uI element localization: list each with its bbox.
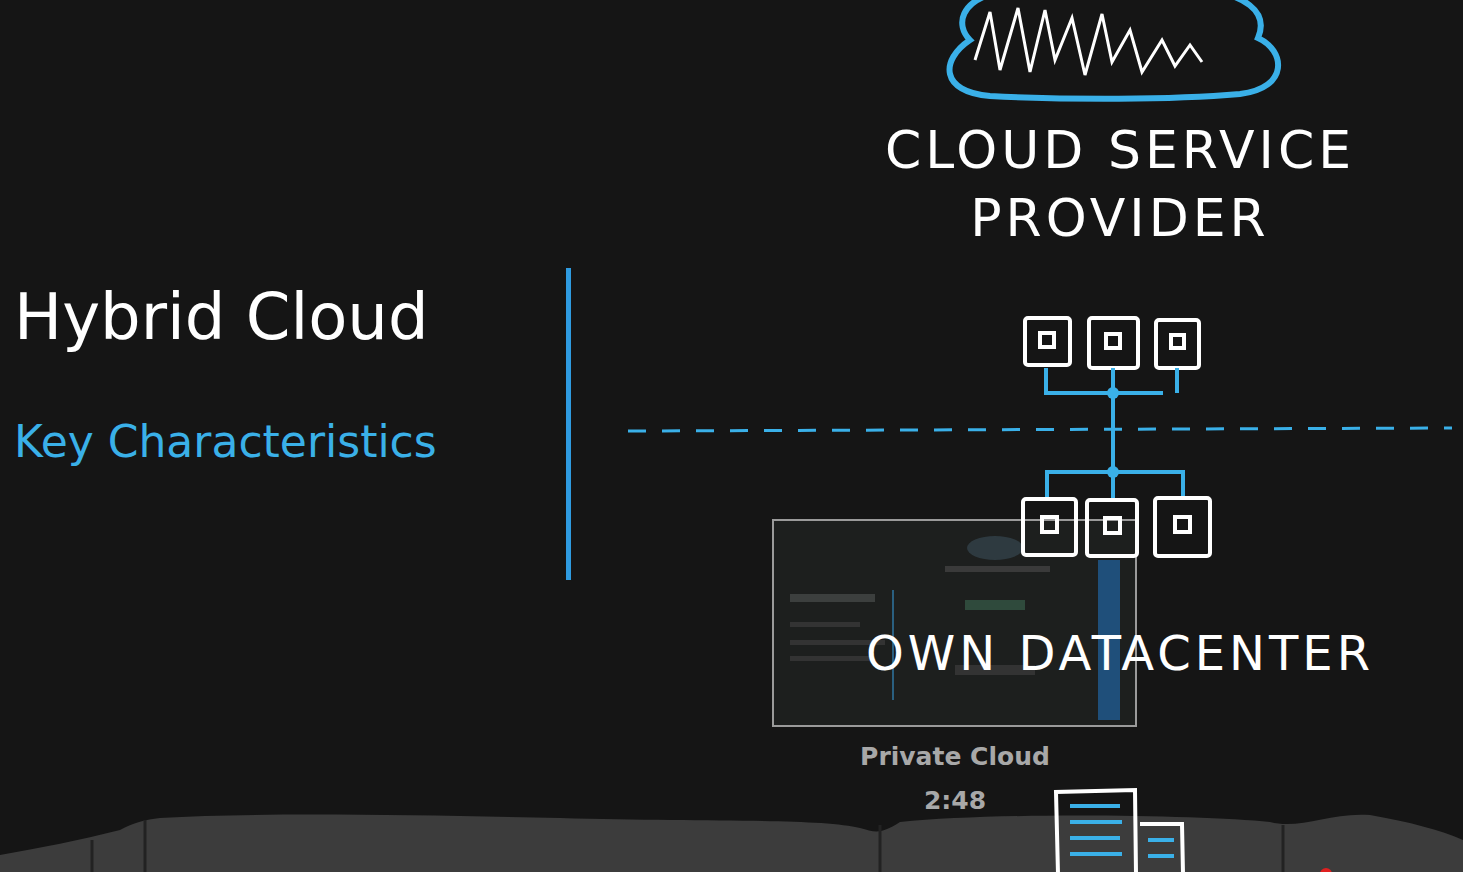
subtitle-text: Key Characteristics [14,416,437,467]
preview-time: 2:48 [835,786,1075,815]
network-link [1111,393,1115,472]
own-datacenter: OWN DATACENTER [840,470,1400,872]
node-heading: OWN DATACENTER [840,622,1400,684]
boundary-dash [628,428,1452,431]
title-text: Hybrid Cloud [14,280,429,354]
divider-bar [566,268,571,580]
node-heading: CLOUD SERVICE PROVIDER [840,116,1400,252]
preview-thumbnail [773,520,1136,726]
preview-chapter: Private Cloud [835,742,1075,771]
seek-bar [0,815,1463,872]
cloud-provider: CLOUD SERVICE PROVIDER [840,0,1400,395]
